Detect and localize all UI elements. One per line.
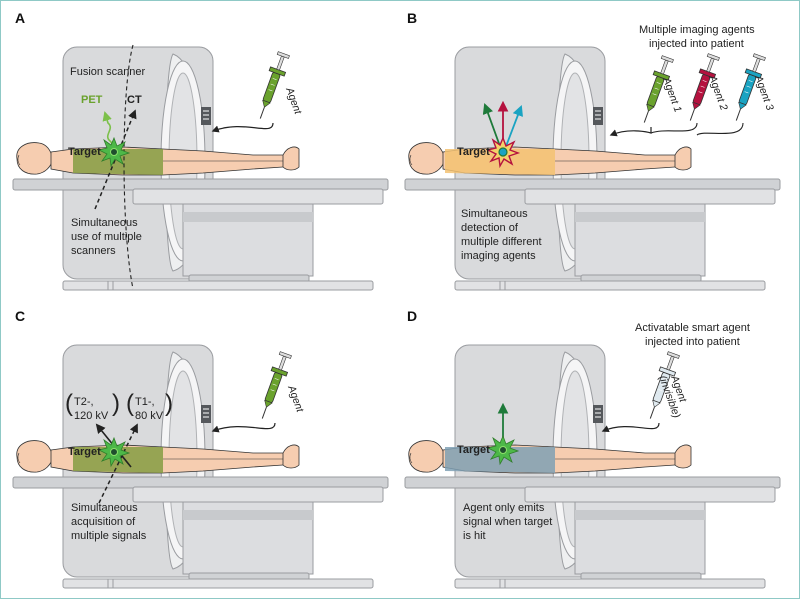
panel-b-letter: B bbox=[407, 10, 417, 26]
panel-a: A Fusion scanner PET CT Target Agent Sim… bbox=[12, 10, 389, 291]
agent-syringe-icon bbox=[252, 50, 292, 122]
panel-c: C ( T2-, 120 kV ) ( T1-, 80 kV ) Target … bbox=[12, 308, 389, 589]
injection-arrow bbox=[609, 127, 652, 137]
t1-signal-arrow bbox=[98, 423, 138, 504]
agent-2-label: Agent 2 bbox=[706, 73, 730, 112]
agent-label: Agent bbox=[285, 383, 306, 415]
fusion-divider-line bbox=[123, 44, 134, 290]
ct-signal-arrow bbox=[94, 109, 137, 210]
teal-signal-arrow bbox=[504, 104, 523, 150]
injection-arrow bbox=[601, 422, 660, 433]
highlighted-torso bbox=[73, 149, 163, 175]
panel-b-caption: Simultaneous detection of multiple diffe… bbox=[461, 208, 545, 262]
panel-d-caption: Agent only emits signal when target is h… bbox=[463, 502, 555, 542]
agent-syringe-icon bbox=[254, 350, 294, 422]
fusion-scanner-label: Fusion scanner bbox=[70, 66, 146, 78]
t1-label: T1-, 80 kV bbox=[135, 396, 164, 422]
t1-open-paren: ( bbox=[126, 390, 134, 417]
pet-label: PET bbox=[81, 94, 103, 106]
t2-label: T2-, 120 kV bbox=[74, 396, 109, 422]
agent-1-label: Agent 1 bbox=[660, 75, 684, 114]
panel-c-letter: C bbox=[15, 308, 25, 324]
injection-arrow bbox=[211, 422, 276, 433]
injection-line-2 bbox=[650, 122, 698, 134]
panel-b: B Target Multiple imaging agents injecte… bbox=[404, 10, 781, 291]
agent-label: Agent bbox=[283, 85, 304, 117]
injection-arrow bbox=[211, 122, 274, 133]
panel-d-header: Activatable smart agent injected into pa… bbox=[635, 322, 753, 348]
panel-d: D Target Activatable smart agent injecte… bbox=[404, 308, 781, 589]
panel-a-letter: A bbox=[15, 10, 25, 26]
panel-b-header: Multiple imaging agents injected into pa… bbox=[639, 24, 758, 50]
injection-line-3 bbox=[696, 122, 744, 136]
target-label: Target bbox=[68, 446, 101, 458]
panel-d-letter: D bbox=[407, 308, 417, 324]
panel-c-caption: Simultaneous acquisition of multiple sig… bbox=[71, 502, 147, 542]
agent-3-label: Agent 3 bbox=[752, 73, 776, 112]
target-label: Target bbox=[457, 444, 490, 456]
t2-open-paren: ( bbox=[65, 390, 73, 417]
ct-label: CT bbox=[127, 94, 142, 106]
target-label: Target bbox=[68, 146, 101, 158]
target-star-icon bbox=[485, 136, 521, 169]
target-label: Target bbox=[457, 146, 490, 158]
t2-close-paren: ) bbox=[112, 390, 120, 417]
t1-close-paren: ) bbox=[165, 390, 173, 417]
panel-a-caption: Simultaneous use of multiple scanners bbox=[71, 217, 145, 257]
